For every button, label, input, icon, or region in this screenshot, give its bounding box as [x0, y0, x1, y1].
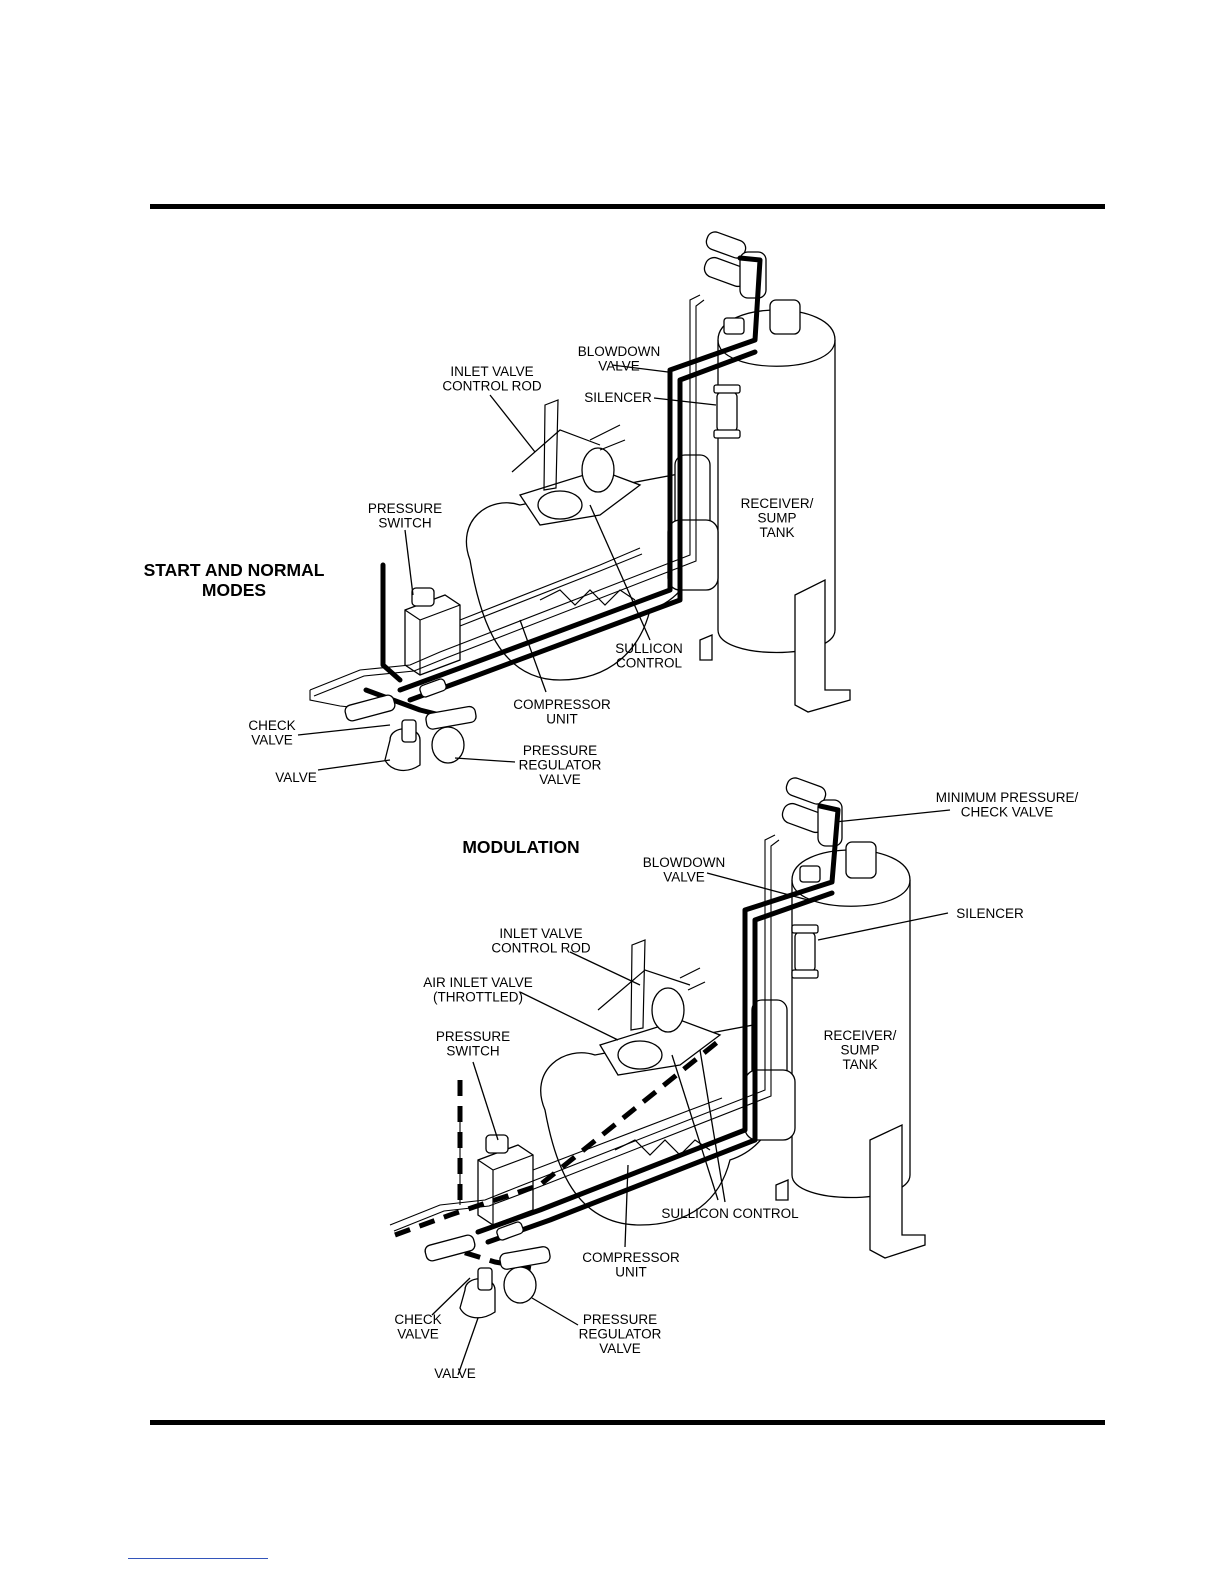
- label-valve-2: VALVE: [434, 1366, 476, 1381]
- label-minimum-pressure-check-valve-2: MINIMUM PRESSURE/CHECK VALVE: [936, 790, 1079, 820]
- discharge-fittings-2: [781, 777, 877, 883]
- label-air-inlet-valve-2: AIR INLET VALVE(THROTTLED): [423, 975, 533, 1005]
- silencer-drawing-2: [791, 924, 819, 979]
- bottom-rule: [150, 1420, 1105, 1425]
- thin-pipes-1: [309, 294, 705, 711]
- figure1-leaders: [297, 364, 717, 771]
- label-sullicon-control-2: SULLICON CONTROL: [661, 1206, 799, 1221]
- control-lines-2: [394, 803, 841, 1273]
- receiver-tank-drawing-2: [775, 849, 926, 1259]
- figure-start-normal: [309, 231, 851, 772]
- title-modulation: MODULATION: [462, 837, 579, 857]
- valve-cluster-2: [424, 1221, 551, 1319]
- label-silencer-2: SILENCER: [956, 906, 1024, 921]
- receiver-tank-drawing-1: [699, 309, 851, 713]
- inlet-valve-drawing-1: [511, 399, 642, 526]
- figure-modulation: [389, 777, 926, 1319]
- figure2-leaders: [431, 809, 951, 1376]
- pressure-switch-drawing-1: [404, 587, 461, 676]
- valve-cluster-1: [344, 678, 477, 772]
- pressure-switch-drawing-2: [477, 1134, 534, 1226]
- footer-link-underline: [128, 1558, 268, 1559]
- top-rule: [150, 204, 1105, 209]
- label-silencer-1: SILENCER: [584, 390, 652, 405]
- inlet-valve-drawing-2: [597, 939, 722, 1076]
- label-valve-1: VALVE: [275, 770, 317, 785]
- silencer-drawing-1: [713, 384, 741, 439]
